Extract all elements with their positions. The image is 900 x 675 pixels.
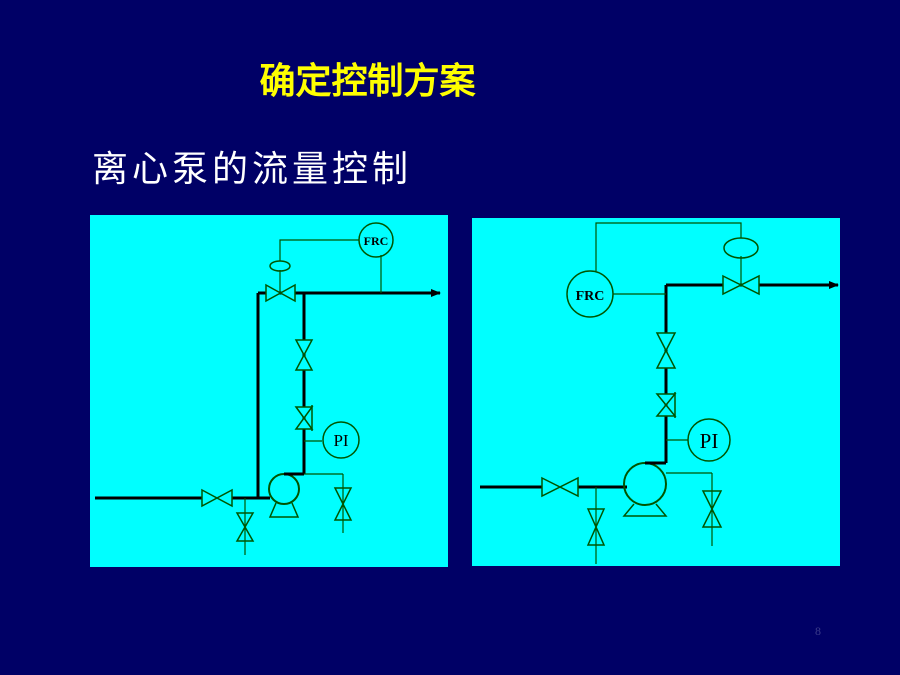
pump-base: [622, 503, 668, 517]
frc-label: FRC: [576, 289, 605, 304]
pressure-indicator: [687, 418, 731, 462]
page-number: 8: [815, 624, 821, 638]
pump-base: [268, 502, 300, 518]
right-diagram-panel: PI FRC: [472, 218, 840, 566]
pump-drain-valve: [333, 487, 353, 521]
discharge-valve-upper: [655, 332, 677, 369]
drain-valve: [586, 508, 606, 546]
signal-line: [279, 239, 359, 261]
valve-actuator: [269, 260, 291, 272]
pi-label: PI: [700, 429, 719, 453]
discharge-valve-upper: [294, 339, 314, 371]
pump-icon: [623, 462, 667, 506]
slide-subtitle: 离心泵的流量控制: [92, 149, 413, 190]
inlet-valve: [541, 476, 579, 498]
inlet-valve: [201, 488, 233, 508]
frc-label: FRC: [364, 234, 389, 248]
pump-icon: [268, 473, 300, 505]
pump-drain-valve: [701, 490, 723, 528]
check-valve: [655, 393, 677, 417]
left-diagram-panel: PI FRC: [90, 215, 448, 567]
valve-actuator: [723, 237, 759, 259]
slide-title: 确定控制方案: [259, 61, 476, 102]
check-valve: [294, 406, 314, 430]
left-flow-diagram: PI FRC: [95, 222, 441, 555]
drain-valve: [235, 512, 255, 542]
signal-line: [595, 222, 742, 271]
pressure-indicator: [322, 421, 360, 459]
right-flow-diagram: PI FRC: [480, 222, 839, 564]
pi-label: PI: [333, 431, 348, 450]
